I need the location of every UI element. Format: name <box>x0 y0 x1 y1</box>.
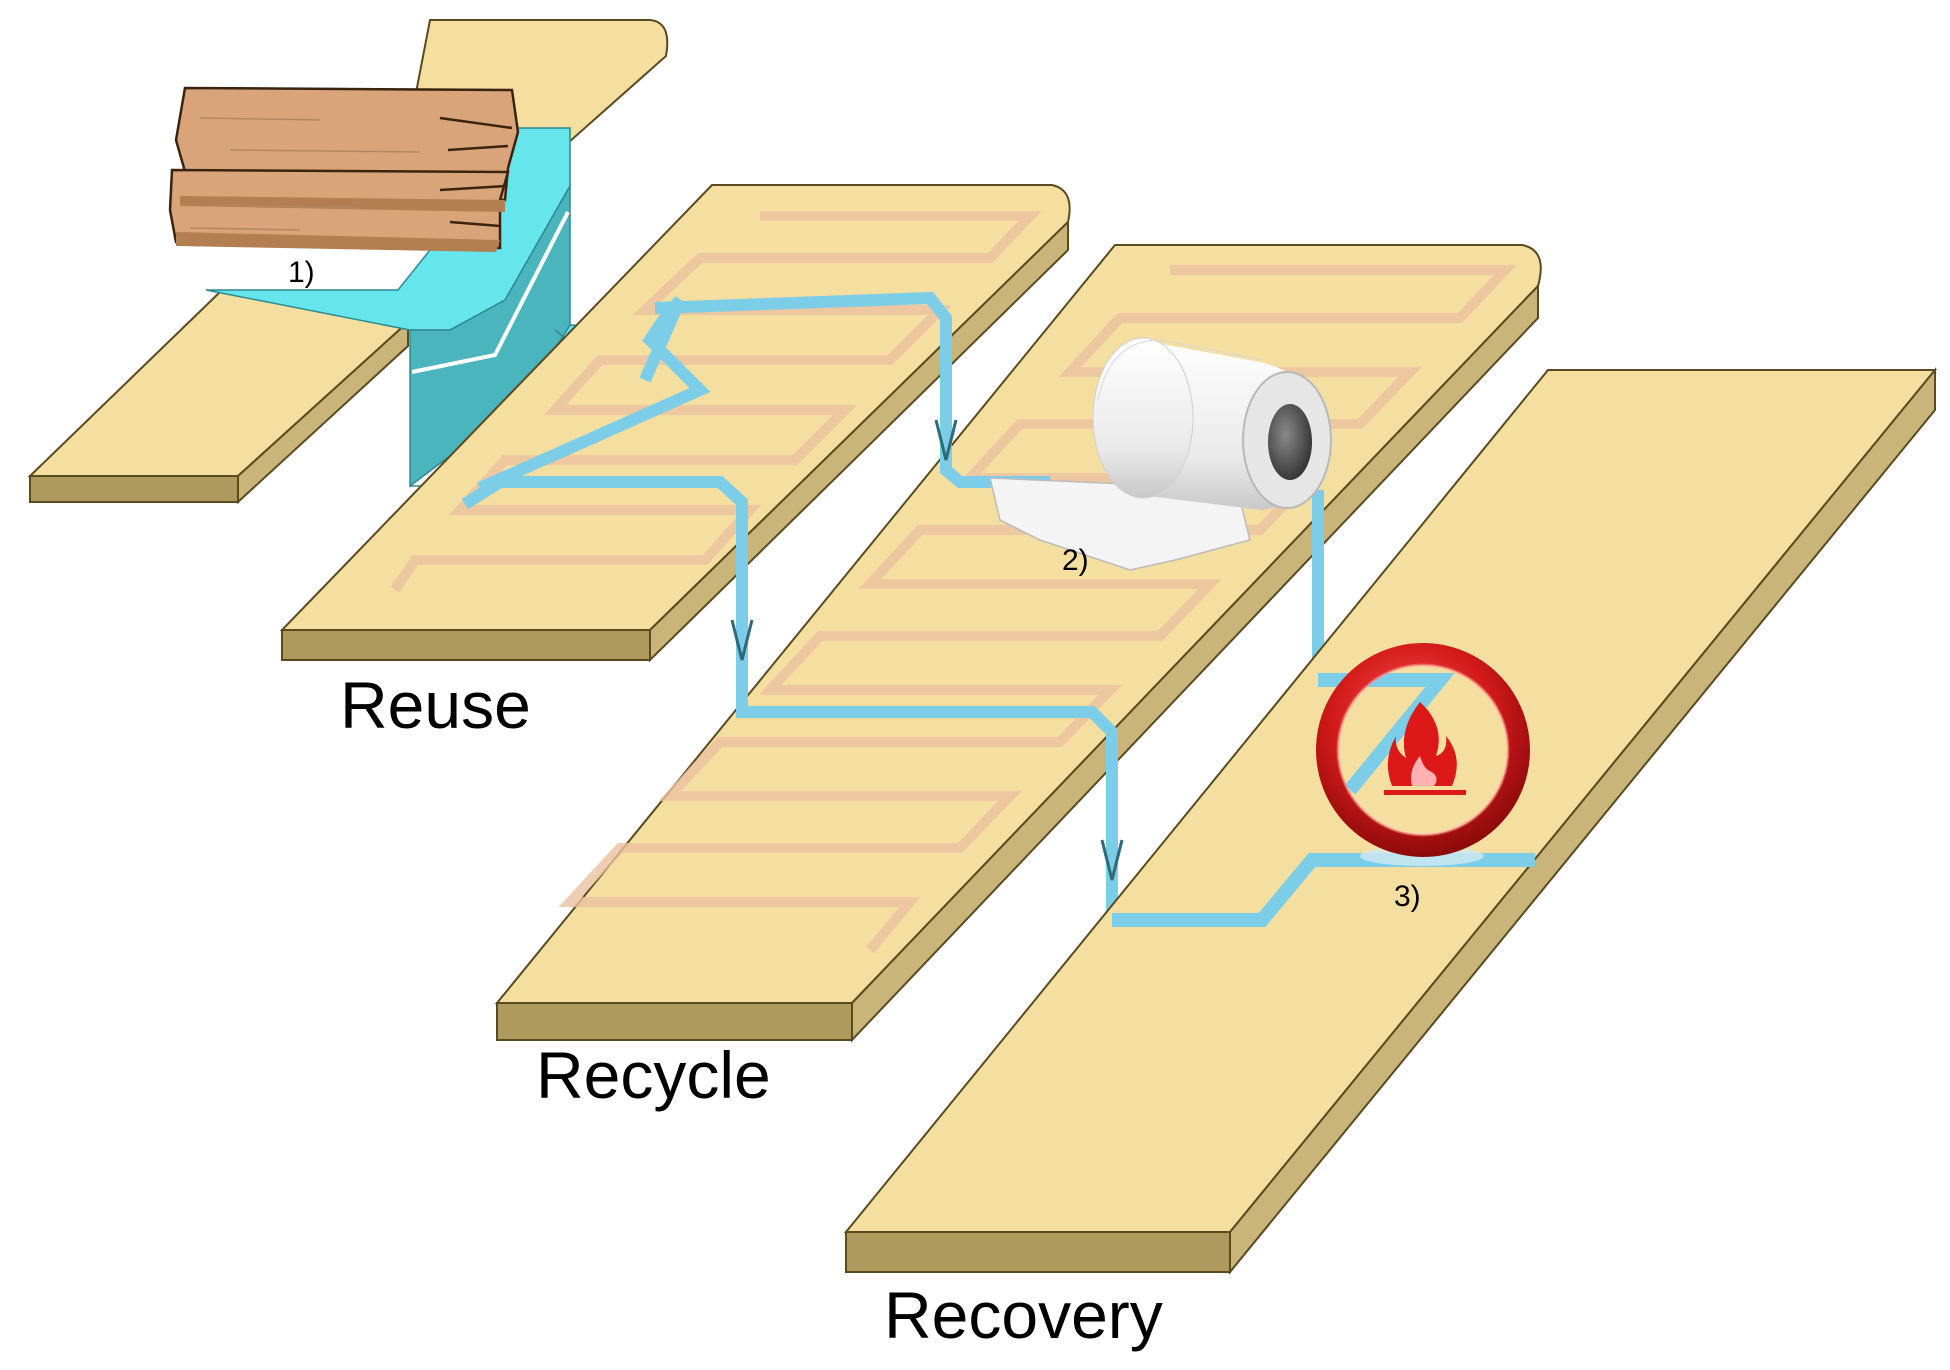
step-label-2: 2) <box>1062 544 1089 577</box>
stage-label-recovery: Recovery <box>884 1278 1163 1352</box>
no-fire-icon <box>1316 643 1530 866</box>
step-label-3: 3) <box>1394 880 1421 913</box>
step-label-1: 1) <box>288 256 315 289</box>
stage-label-reuse: Reuse <box>340 668 531 742</box>
stage-label-recycle: Recycle <box>536 1038 771 1112</box>
paper-roll-icon <box>989 337 1332 571</box>
wood-planks-icon <box>168 86 520 252</box>
